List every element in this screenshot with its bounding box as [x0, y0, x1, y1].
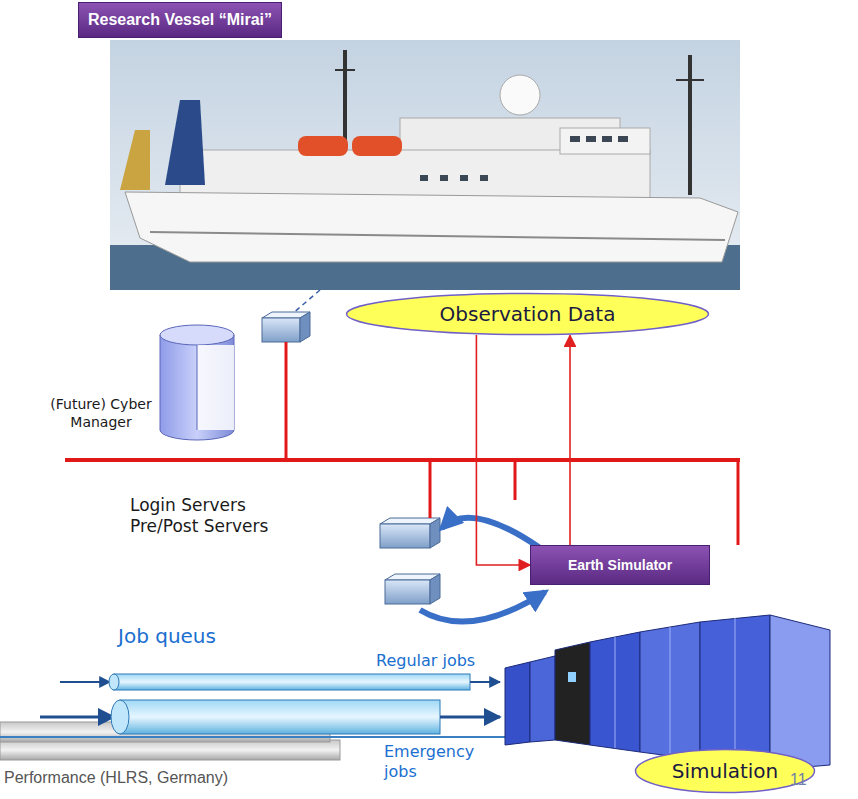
node-text: Observation Data: [440, 302, 616, 326]
queue-label: Emergency jobs: [384, 742, 484, 782]
footer-text: Performance (HLRS, Germany): [4, 768, 334, 788]
vessel-label: Research Vessel “Mirai”: [78, 2, 282, 38]
queue-label: Regular jobs: [376, 651, 506, 671]
section-label: Job queus: [118, 624, 258, 649]
result-ellipse: Simulation: [634, 748, 816, 794]
node-text: Research Vessel “Mirai”: [88, 11, 272, 29]
data-ellipse: Observation Data: [345, 292, 710, 336]
component-name: Login Servers Pre/Post Servers: [130, 495, 295, 538]
ship-photo: [110, 40, 740, 290]
storage-cylinder: [160, 325, 234, 440]
page-number: 11: [790, 770, 830, 790]
component-name: (Future) Cyber Manager: [40, 396, 162, 431]
system-label: Earth Simulator: [530, 545, 710, 585]
node-text: Earth Simulator: [568, 557, 672, 573]
network-line: [65, 342, 740, 545]
data-flow-arrow: [476, 335, 530, 565]
data-flow-arrow: [569, 335, 571, 545]
node-text: Simulation: [672, 759, 779, 783]
supercomputer: [505, 615, 830, 770]
